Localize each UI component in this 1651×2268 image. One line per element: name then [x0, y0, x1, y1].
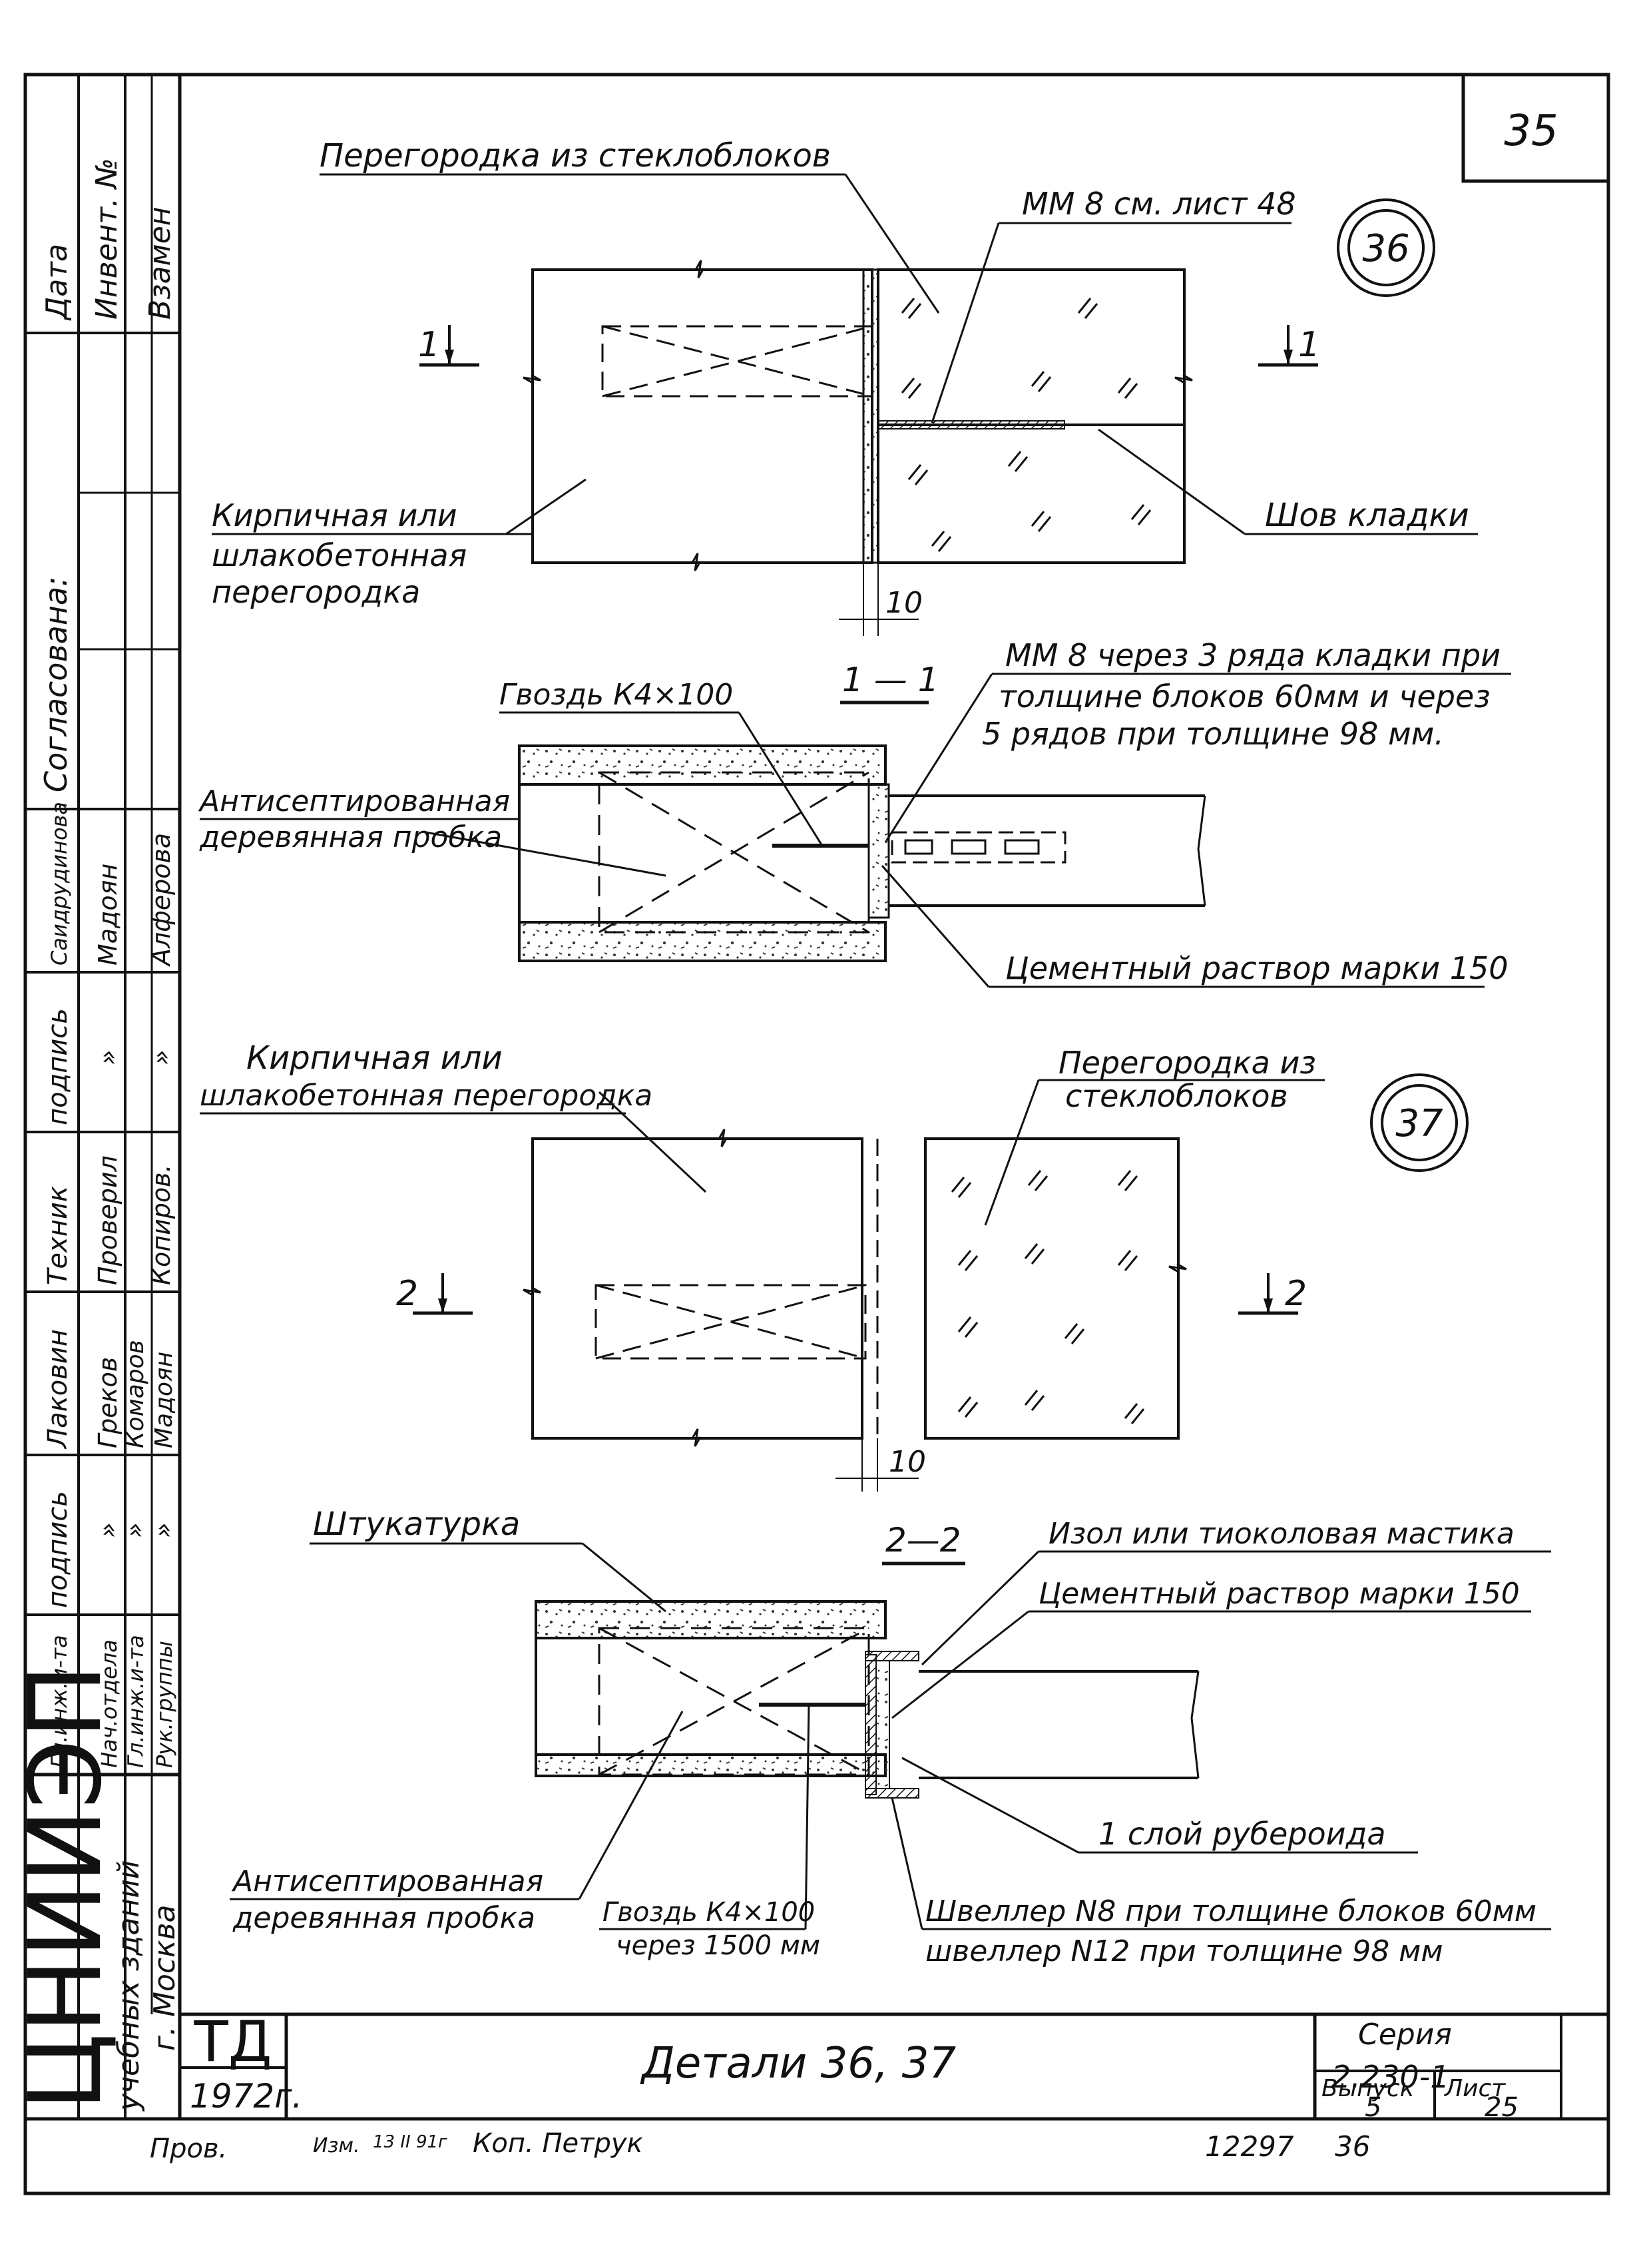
s22-plug-2: деревянная пробка — [232, 1901, 535, 1935]
d36-cut-right: 1 — [1258, 325, 1320, 367]
stamp-podpis-1: подпись — [43, 1008, 73, 1125]
stamp-mark-a-1: » — [93, 1523, 122, 1538]
org-logo: ЦНИИЭП — [8, 1664, 124, 2111]
stamp-role-3: Гл.инж.и-та — [123, 1635, 148, 1768]
section-1-1: 1 — 1 Гвоздь К4×100 ММ 8 через 3 ряда кл… — [198, 637, 1511, 988]
d37-glass-1: Перегородка из — [1059, 1045, 1316, 1081]
s22-mortar: Цементный раствор марки 150 — [1039, 1577, 1520, 1611]
svg-text:37: 37 — [1395, 1102, 1443, 1145]
title-vypusk-label: Выпуск — [1321, 2075, 1415, 2102]
footer-date: 13 II 91г — [373, 2132, 447, 2152]
s11-plug-1: Антисептированная — [198, 784, 510, 818]
section-2-2: Штукатурка 2—2 Изол или тиоколовая масти… — [230, 1506, 1551, 1968]
outer-frame — [23, 73, 1610, 2195]
d37-brick-1: Кирпичная или — [246, 1039, 503, 1077]
footer-kop: Коп. Петрук — [473, 2128, 643, 2159]
s22-plaster: Штукатурка — [313, 1506, 520, 1543]
title-year: 1972г. — [190, 2077, 302, 2116]
title-block: ТД 1972г. Детали 36, 37 Серия 2.230-1 Вы… — [180, 2009, 1562, 2123]
s11-nail: Гвоздь К4×100 — [499, 678, 733, 712]
stamp-mark-b-1: » — [93, 1050, 122, 1065]
stamp-role-1: Гл.инж.и-та — [47, 1635, 72, 1768]
stamp-name-a-2: Греков — [93, 1357, 122, 1448]
s22-channel-1: Швеллер N8 при толщине блоков 60мм — [925, 1894, 1536, 1928]
stamp-podpis-2: подпись — [43, 1491, 73, 1608]
s11-mm8-3: 5 рядов при толщине 98 мм. — [982, 716, 1444, 752]
d36-label-mm8: ММ 8 см. лист 48 — [1022, 186, 1296, 222]
s11-mortar: Цементный раствор марки 150 — [1005, 950, 1509, 986]
stamp-mark-a-3: » — [148, 1523, 178, 1538]
stamp-name-a-1: Лаковин — [43, 1329, 73, 1450]
stamp-names-b-2: Алферова — [146, 833, 176, 968]
s22-izol: Изол или тиоколовая мастика — [1049, 1517, 1515, 1551]
stamp-mark-a-2: » — [120, 1523, 149, 1538]
org-line-2: г. Москва — [148, 1904, 182, 2051]
svg-text:1: 1 — [418, 325, 440, 365]
stamp-inv: Инвент. № — [90, 158, 124, 320]
s22-ruberoid: 1 слой рубероида — [1098, 1816, 1386, 1852]
d36-cut-left: 1 — [418, 325, 479, 367]
stamp-names-b-1: Мадоян — [93, 864, 122, 966]
d37-cut-right: 2 — [1238, 1273, 1307, 1315]
footer-sign: Изм. — [313, 2134, 360, 2157]
s11-mm8-2: толщине блоков 60мм и через — [999, 679, 1491, 714]
detail-36: Перегородка из стеклоблоков ММ 8 см. лис… — [212, 137, 1478, 636]
footer-page: 36 — [1335, 2130, 1370, 2163]
d36-label-glass: Перегородка из стеклоблоков — [320, 137, 831, 174]
d37-brick-2: шлакобетонная перегородка — [200, 1079, 652, 1113]
s22-nail-2: через 1500 мм — [616, 1930, 820, 1961]
title-main: Детали 36, 37 — [640, 2039, 957, 2088]
sheet-number: 35 — [1504, 107, 1558, 156]
d37-cut-left: 2 — [396, 1273, 473, 1315]
title-list: 25 — [1485, 2092, 1519, 2123]
title-seria: 2.230-1 — [1331, 2059, 1450, 2095]
title-seria-label: Серия — [1358, 2018, 1452, 2052]
d36-brick-2: шлакобетонная — [212, 537, 467, 573]
footer-num: 12297 — [1205, 2130, 1294, 2163]
stamp-tech-1: Техник — [43, 1186, 73, 1285]
s22-plug-1: Антисептированная — [231, 1864, 543, 1898]
sheet-number-box: 35 — [1461, 73, 1610, 183]
stamp-role-4: Рук.группы — [152, 1641, 177, 1768]
footer: Пров. Изм. 13 II 91г Коп. Петрук 12297 3… — [150, 2128, 1370, 2164]
s11-mm8-1: ММ 8 через 3 ряда кладки при — [1005, 637, 1501, 673]
stamp-mark-b-2: » — [146, 1050, 176, 1065]
d36-brick-3: перегородка — [212, 574, 420, 610]
d37-glass-2: стеклоблоков — [1065, 1078, 1288, 1114]
stamp-role-2: Нач.отдела — [97, 1639, 122, 1768]
detail-37: Кирпичная или шлакобетонная перегородка … — [200, 1039, 1469, 1492]
s22-nail-1: Гвоздь К4×100 — [602, 1897, 815, 1928]
title-td: ТД — [194, 2009, 272, 2074]
org-line-1: учебных зданий — [112, 1860, 146, 2112]
d36-brick-1: Кирпичная или — [212, 497, 457, 533]
stamp-name-a-3: Комаров — [122, 1340, 149, 1448]
footer-prov: Пров. — [150, 2133, 227, 2164]
d36-circle: 36 — [1337, 198, 1435, 297]
d37-dim: 10 — [889, 1445, 926, 1479]
stamp-name-a-4: Мадоян — [150, 1352, 178, 1448]
s11-title: 1 — 1 — [842, 661, 939, 699]
d36-label-joint: Шов кладки — [1265, 497, 1469, 534]
svg-text:2: 2 — [396, 1274, 418, 1314]
title-list-label: Лист — [1443, 2075, 1506, 2102]
d37-circle: 37 — [1370, 1073, 1469, 1172]
side-stamp: Дата Инвент. № Взамен Согласована: подпи… — [8, 75, 182, 2119]
d36-dim: 10 — [885, 586, 923, 620]
stamp-tech-2: Проверил — [93, 1155, 122, 1285]
svg-text:2: 2 — [1285, 1274, 1307, 1314]
s22-title: 2—2 — [885, 1521, 961, 1559]
stamp-tech-3: Копиров. — [146, 1164, 176, 1285]
svg-text:1: 1 — [1298, 325, 1320, 365]
svg-text:36: 36 — [1362, 227, 1409, 270]
title-vypusk: 5 — [1365, 2092, 1381, 2123]
stamp-names-b-title: Саидрудинова — [47, 802, 72, 966]
s22-channel-2: швеллер N12 при толщине 98 мм — [925, 1934, 1443, 1968]
stamp-date: Дата — [40, 244, 74, 321]
stamp-zamen: Взамен — [143, 206, 177, 320]
stamp-soglas: Согласована: — [38, 576, 74, 792]
